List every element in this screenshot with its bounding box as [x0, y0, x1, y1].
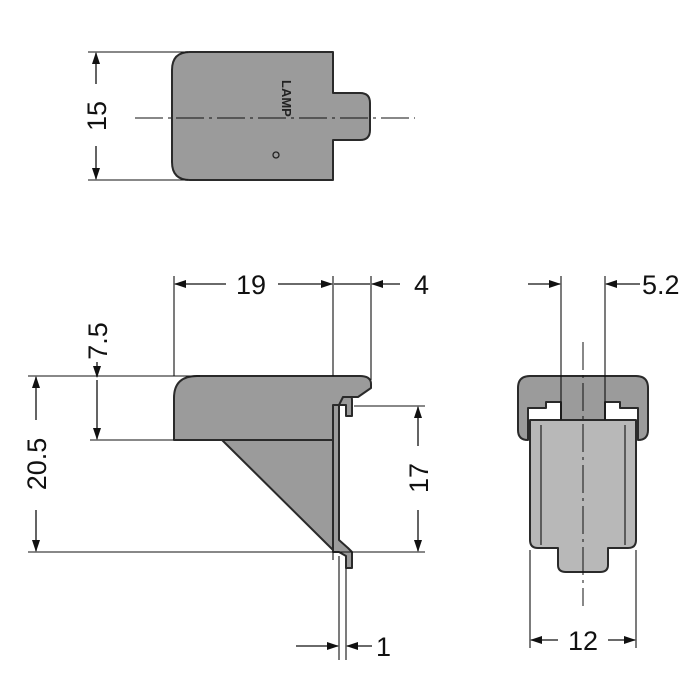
dim-label-15: 15: [82, 101, 112, 131]
side-view-cap: [173, 375, 372, 441]
dim-label-4: 4: [414, 270, 429, 300]
side-view-hook-plate: [332, 394, 353, 569]
dim-label-19: 19: [236, 270, 266, 300]
dim-label-1: 1: [376, 632, 391, 662]
dim-label-12: 12: [568, 626, 598, 656]
front-view: 5.2 12: [517, 270, 680, 656]
dim-label-17: 17: [404, 463, 434, 493]
side-view-rib: [221, 439, 334, 551]
dim-label-20-5: 20.5: [22, 438, 52, 491]
front-view-body: [529, 419, 637, 573]
top-view-logo: LAMP: [279, 80, 294, 117]
side-view: 19 4 7.5 20.5 17 1: [22, 270, 434, 662]
dim-label-5-2: 5.2: [642, 270, 680, 300]
dim-label-7-5: 7.5: [83, 322, 113, 360]
top-view-body: [171, 51, 371, 181]
top-view: LAMP 15: [82, 51, 415, 181]
top-view-logo-dot: [272, 151, 280, 159]
